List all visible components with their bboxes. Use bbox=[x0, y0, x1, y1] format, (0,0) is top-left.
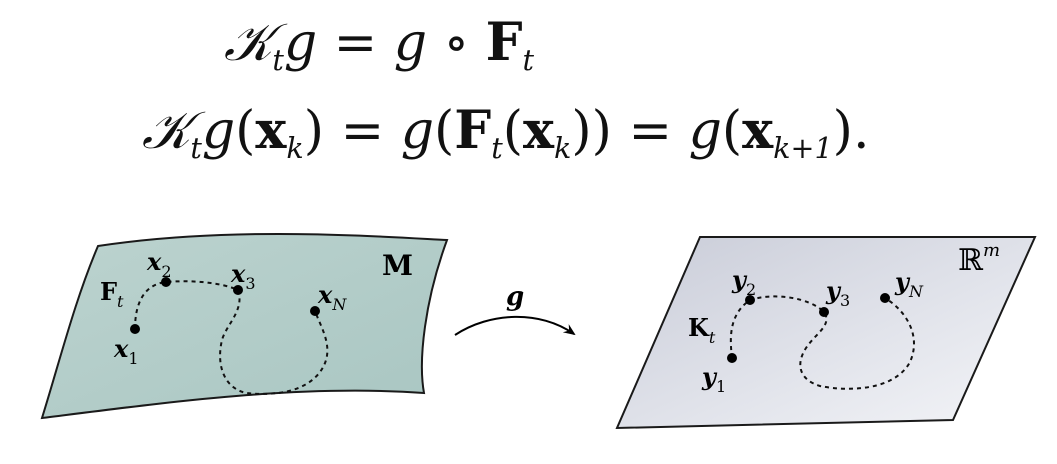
point-xN bbox=[310, 306, 320, 316]
point-x2 bbox=[161, 277, 171, 287]
point-name: y bbox=[701, 362, 718, 391]
time-subscript: t bbox=[190, 131, 202, 165]
koopman-definition-equation: 𝒦tg = g ∘ Ft bbox=[224, 12, 534, 74]
equals-sign: = bbox=[317, 13, 394, 73]
point-subscript: 2 bbox=[746, 280, 756, 299]
point-name: y bbox=[825, 276, 842, 305]
mapping-arrow bbox=[454, 315, 576, 336]
point-x1 bbox=[130, 324, 140, 334]
paren: )) bbox=[571, 101, 612, 161]
point-name: x bbox=[146, 247, 162, 276]
label-y2: y2 bbox=[731, 265, 756, 299]
euclidean-plane bbox=[615, 236, 1037, 430]
point-subscript: 2 bbox=[161, 262, 171, 281]
paren: ). bbox=[832, 101, 870, 161]
flow-operator-label: Ft bbox=[100, 277, 124, 311]
flow-operator-subscript: t bbox=[117, 292, 124, 311]
point-subscript: 3 bbox=[245, 274, 255, 293]
time-subscript: t bbox=[491, 131, 503, 165]
point-subscript: N bbox=[908, 282, 924, 301]
point-subscript: N bbox=[331, 295, 347, 314]
index-subscript: k+1 bbox=[773, 131, 833, 165]
label-y1: y1 bbox=[701, 362, 726, 396]
observable-symbol: g bbox=[393, 13, 428, 73]
space-label: ℝm bbox=[958, 240, 1000, 278]
point-subscript: 3 bbox=[840, 291, 850, 310]
point-y3 bbox=[819, 307, 829, 317]
paren: ( bbox=[235, 101, 256, 161]
point-yN bbox=[880, 293, 890, 303]
equals-sign: = bbox=[324, 101, 401, 161]
point-y2 bbox=[745, 295, 755, 305]
index-subscript: k bbox=[554, 131, 572, 165]
time-subscript: t bbox=[272, 43, 284, 77]
paren: ( bbox=[502, 101, 523, 161]
flow-map-symbol: F bbox=[485, 12, 523, 73]
label-yN: yN bbox=[894, 267, 924, 301]
observable-symbol: g bbox=[283, 13, 318, 73]
paren: ( bbox=[433, 101, 455, 161]
manifold-label: M bbox=[382, 249, 413, 282]
index-subscript: k bbox=[286, 131, 304, 165]
point-name: x bbox=[230, 259, 246, 288]
manifold-surface bbox=[40, 232, 449, 420]
koopman-action-equation: 𝒦tg(xk) = g(Ft(xk)) = g(xk+1). bbox=[142, 100, 869, 162]
dimension-superscript: m bbox=[983, 240, 1000, 261]
composition-symbol: ∘ bbox=[427, 13, 486, 73]
koopman-operator-label: Kt bbox=[688, 313, 716, 347]
equals-sign: = bbox=[611, 101, 689, 161]
point-name: x bbox=[113, 334, 129, 363]
point-name: y bbox=[894, 267, 911, 296]
state-symbol: x bbox=[742, 100, 774, 161]
label-x3: x3 bbox=[230, 259, 256, 293]
label-x1: x1 bbox=[113, 334, 139, 368]
koopman-operator-subscript: t bbox=[709, 328, 716, 347]
state-symbol: x bbox=[523, 100, 555, 161]
point-x3 bbox=[233, 285, 243, 295]
point-name: y bbox=[731, 265, 748, 294]
koopman-operator-symbol: K bbox=[688, 313, 710, 342]
point-name: x bbox=[317, 280, 333, 309]
point-subscript: 1 bbox=[716, 377, 726, 396]
flow-map-symbol: F bbox=[454, 100, 492, 161]
label-xN: xN bbox=[317, 280, 347, 314]
reals-symbol: ℝ bbox=[958, 243, 984, 278]
observable-symbol: g bbox=[201, 101, 236, 161]
paren: ( bbox=[721, 101, 743, 161]
koopman-operator-symbol: 𝒦 bbox=[142, 101, 191, 161]
flow-operator-symbol: F bbox=[100, 277, 117, 306]
paren: ) bbox=[303, 101, 325, 161]
point-subscript: 1 bbox=[128, 349, 138, 368]
mapping-label: g bbox=[506, 282, 524, 312]
koopman-operator-symbol: 𝒦 bbox=[224, 13, 273, 73]
time-subscript: t bbox=[522, 43, 535, 77]
point-y1 bbox=[727, 353, 737, 363]
state-symbol: x bbox=[255, 100, 287, 161]
observable-symbol: g bbox=[688, 101, 722, 161]
label-x2: x2 bbox=[146, 247, 172, 281]
observable-symbol: g bbox=[400, 101, 434, 161]
label-y3: y3 bbox=[825, 276, 850, 310]
